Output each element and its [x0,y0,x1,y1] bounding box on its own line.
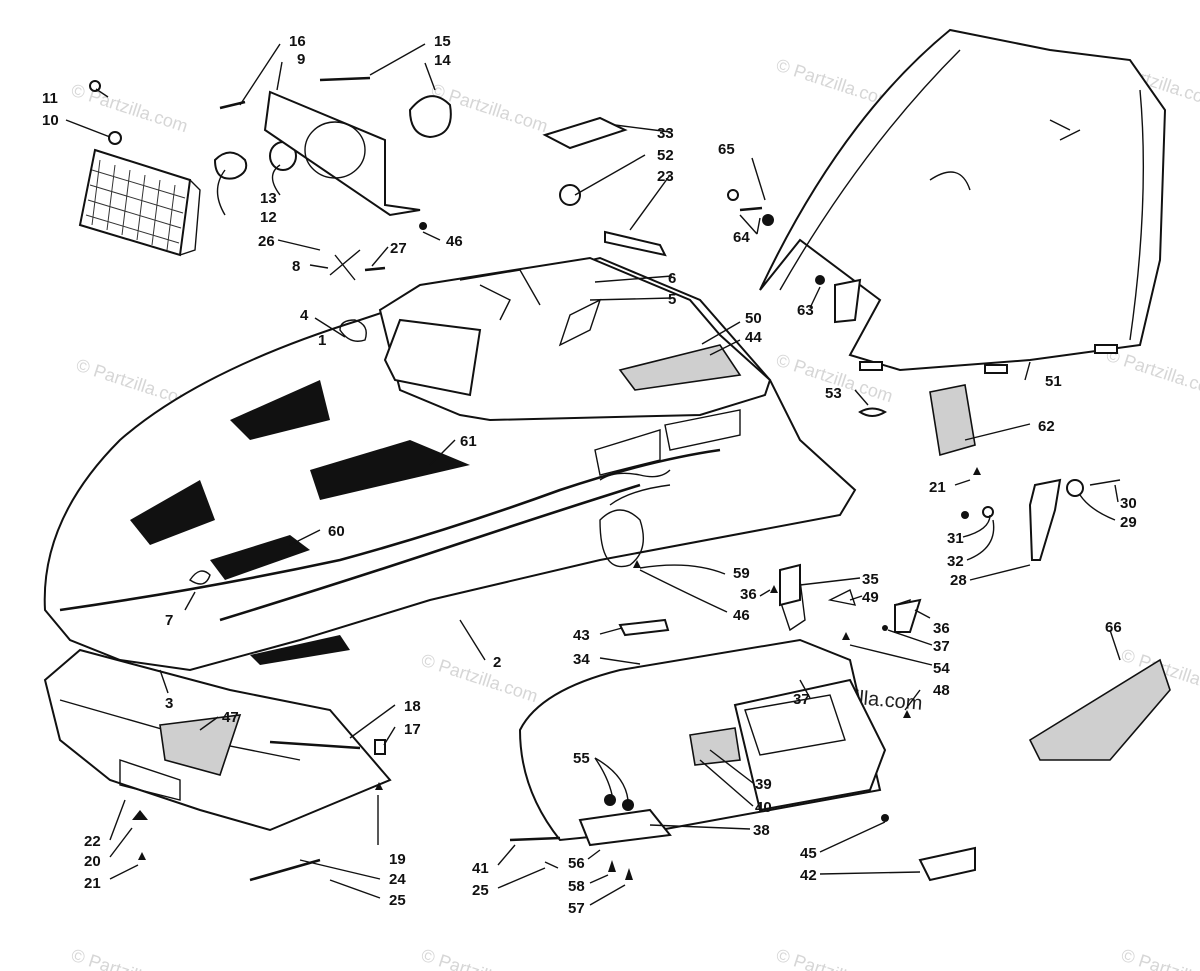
watermark: © Partzilla.com [774,945,896,971]
part-label: 2 [493,654,501,671]
watermark: © Partzilla.com [1119,945,1200,971]
part-label: 10 [42,112,59,129]
part-label: 20 [84,853,101,870]
part-label: 17 [404,721,421,738]
part-labels: 1 2 3 4 5 6 7 8 9 10 11 12 13 14 15 16 1… [42,33,1137,917]
part-label: 35 [862,571,879,588]
part-label: 12 [260,209,277,226]
part-label: 38 [753,822,770,839]
part-label: 14 [434,52,451,69]
part-label: 36 [740,586,757,603]
part-label: 19 [389,851,406,868]
part-label: 49 [862,589,879,606]
part-label: 55 [573,750,590,767]
part-label: 61 [460,433,477,450]
part-label: 21 [84,875,101,892]
part-label: 41 [472,860,489,877]
part-label: 31 [947,530,964,547]
part-label: 28 [950,572,967,589]
watermark: © Partzilla.com [419,945,541,971]
part-label: 50 [745,310,762,327]
part-label: 23 [657,168,674,185]
part-label: 22 [84,833,101,850]
hardware [132,467,1121,880]
part-label: 51 [1045,373,1062,390]
part-label: 40 [755,799,772,816]
part-label: 24 [389,871,406,888]
part-label: 46 [446,233,463,250]
part-label: 1 [318,332,326,349]
part-label: 53 [825,385,842,402]
part-label: 3 [165,695,173,712]
part-label: 60 [328,523,345,540]
part-label: 46 [733,607,750,624]
decals [542,116,1171,882]
part-label: 29 [1120,514,1137,531]
watermark: © Partzilla.com [1104,345,1200,402]
part-label: 16 [289,33,306,50]
part-label: 58 [568,878,585,895]
part-label: 57 [568,900,585,917]
part-label: 25 [472,882,489,899]
part-label: 36 [933,620,950,637]
part-label: 7 [165,612,173,629]
hood-body [43,256,857,672]
part-label: 34 [573,651,590,668]
part-label: 25 [389,892,406,909]
part-label: 8 [292,258,300,275]
part-label: 32 [947,553,964,570]
headlight-assembly [78,76,452,281]
part-label: 59 [733,565,750,582]
part-label: 26 [258,233,275,250]
part-label: 52 [657,147,674,164]
windshield [727,28,1167,417]
part-label: 9 [297,51,305,68]
part-label: 66 [1105,619,1122,636]
part-label: 65 [718,141,735,158]
leader-lines [65,43,1121,906]
part-label: 33 [657,125,674,142]
headlight-lens-grid [85,159,186,251]
part-label: 15 [434,33,451,50]
part-label: 64 [733,229,750,246]
part-label: 63 [797,302,814,319]
part-label: 45 [800,845,817,862]
part-label: 6 [668,270,676,287]
part-label: 13 [260,190,277,207]
part-label: 44 [745,329,762,346]
part-label: 47 [222,709,239,726]
watermark: © Partzilla.com [419,650,541,707]
part-label: 42 [800,867,817,884]
part-label: 4 [300,307,309,324]
part-label: 27 [390,240,407,257]
part-label: 11 [42,90,58,107]
watermark: © Partzilla.com [69,945,191,971]
part-label: 56 [568,855,585,872]
part-label: 54 [933,660,950,677]
part-label: 5 [668,291,676,308]
console-window [383,318,482,397]
front-bumper [43,648,392,882]
part-label: 37 [933,638,950,655]
part-label: 37 [793,691,810,708]
part-label: 48 [933,682,950,699]
part-label: 21 [929,479,946,496]
part-label: 30 [1120,495,1137,512]
side-panel [518,578,911,847]
part-label: 39 [755,776,772,793]
part-label: 43 [573,627,590,644]
part-label: 18 [404,698,421,715]
part-label: 62 [1038,418,1055,435]
